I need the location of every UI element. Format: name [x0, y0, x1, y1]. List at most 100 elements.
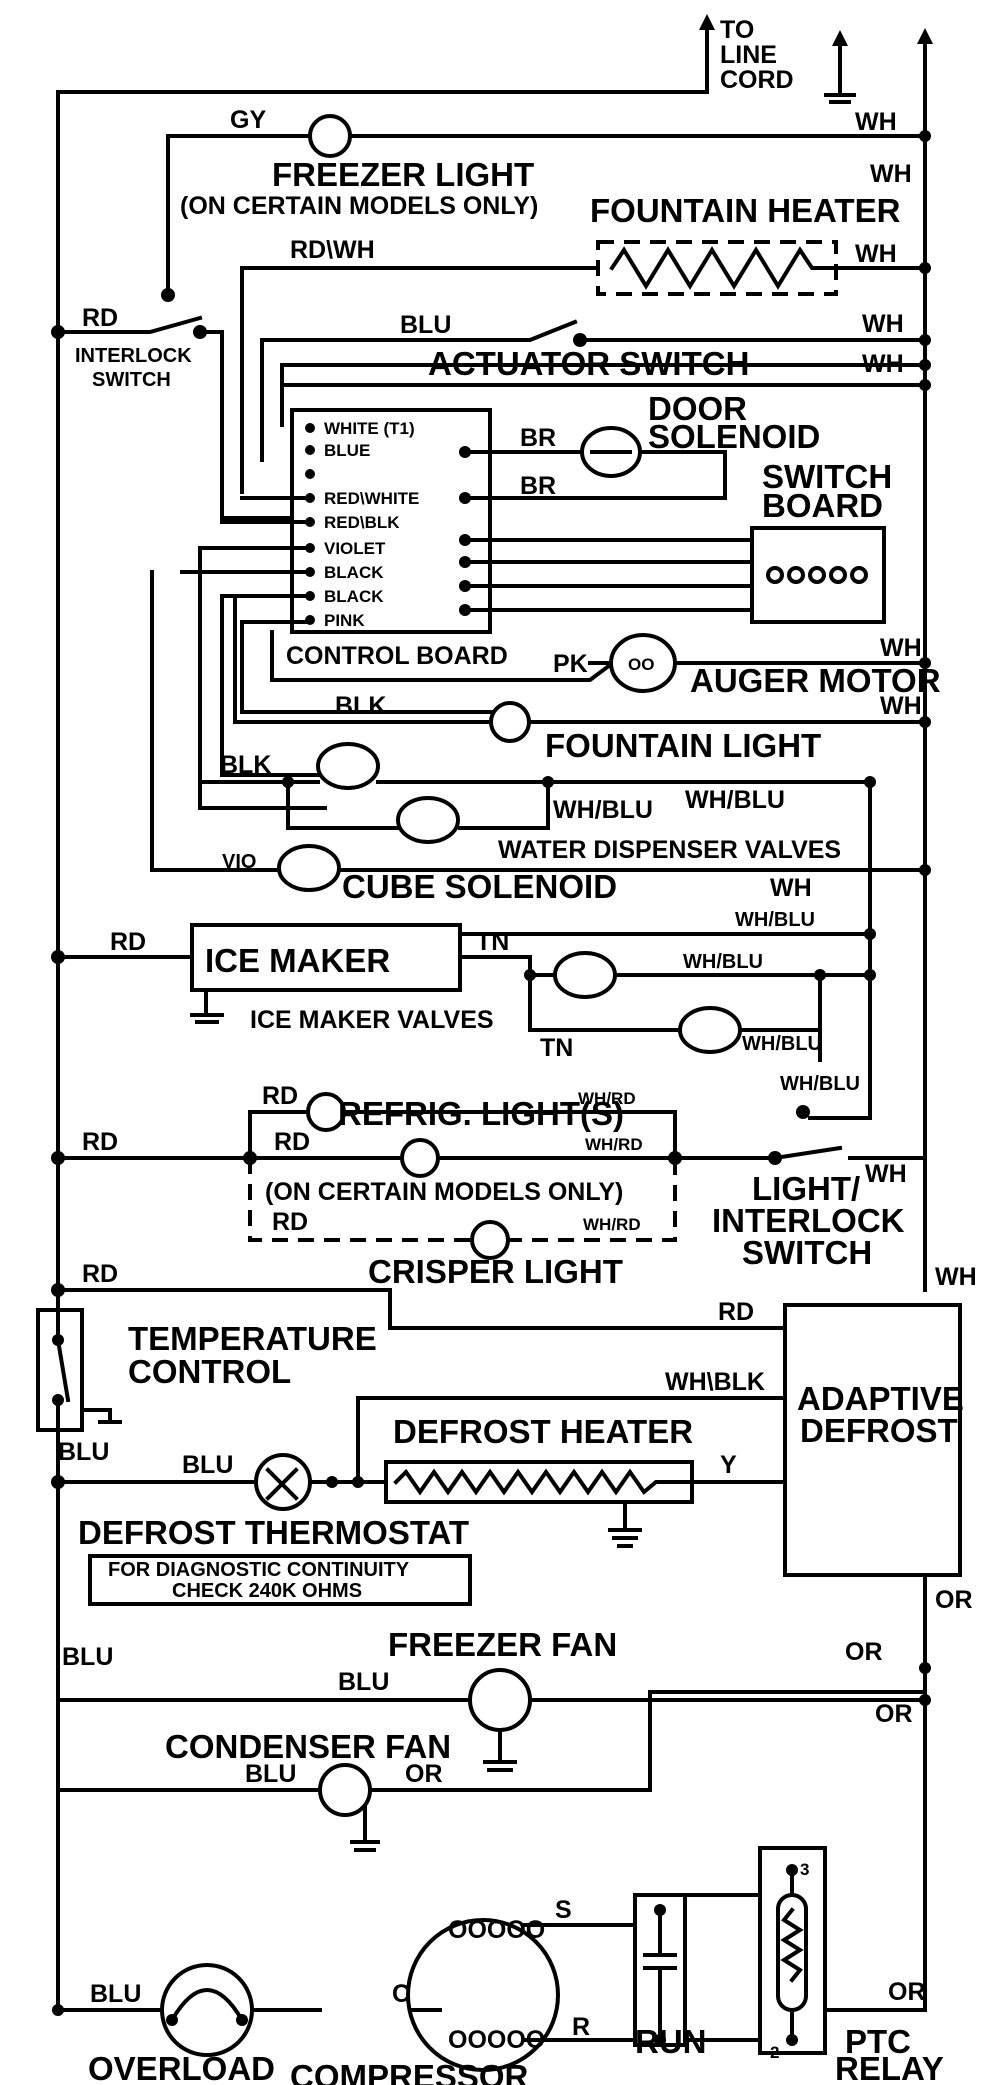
wire-labels-blu-text: BLU: [62, 1643, 113, 1671]
crisper-light-label: CRISPER LIGHT: [368, 1253, 623, 1290]
wire-labels-wh-text: WH: [880, 692, 922, 720]
wire-labels-wh-text: WH: [855, 108, 897, 136]
wire-labels-wh-text: WH: [862, 310, 904, 338]
components-diag-note-1-text: CHECK 240K OHMS: [172, 1580, 362, 1602]
wire-labels-gy-text: GY: [230, 106, 266, 134]
auger-motor-circuit: OO PK WH AUGER MOTOR: [553, 633, 941, 699]
components-light-interlock-switch-0-text: LIGHT/: [752, 1170, 860, 1207]
wire-labels-blu-text: BLU: [400, 311, 451, 339]
control-board-label: CONTROL BOARD: [286, 642, 508, 670]
control-board-pins-1-text: BLUE: [324, 441, 370, 460]
crisper-light-bulb-icon: [470, 1220, 510, 1260]
adaptive-defrost: ADAPTIVE DEFROST WH\BLK Y: [356, 1303, 964, 1577]
components-diag-note-0-text: FOR DIAGNOSTIC CONTINUITY: [108, 1559, 410, 1581]
wire-labels-s-text: S: [555, 1896, 572, 1924]
wire-labels-whrd-text: WH/RD: [583, 1215, 641, 1234]
freezer-light-circuit: GY WH WH FREEZER LIGHT (ON CERTAIN MODEL…: [166, 106, 931, 292]
top-to-line-cord-0-text: TO: [720, 16, 754, 44]
wire-labels-tn-text: TN: [476, 928, 509, 956]
control-board-pins-5-text: VIOLET: [324, 539, 386, 558]
wire-labels-pk-text: PK: [553, 650, 588, 678]
defrost-circuit: BLU DEFROST HEATER DEFROST THERMOSTAT FO…: [51, 1413, 694, 1606]
control-board-pins-3-text: RED\WHITE: [324, 489, 419, 508]
cube-solenoid-circuit: VIO WH CUBE SOLENOID: [150, 844, 931, 905]
wire-labels-c-text: C: [392, 1980, 410, 2008]
wire-labels-whblk-text: WH\BLK: [665, 1368, 765, 1396]
components-on-certain-models-paren2-text: (ON CERTAIN MODELS ONLY): [265, 1178, 623, 1206]
components-ptc-relay-1-text: RELAY: [835, 2050, 944, 2085]
wire-labels-pin3-text: 3: [800, 1860, 809, 1879]
wire-labels-rd-text: RD: [82, 1128, 118, 1156]
svg-text:OO: OO: [628, 655, 654, 674]
wire-labels-rd-text: RD: [272, 1208, 308, 1236]
top-to-line-cord-1-text: LINE: [720, 41, 777, 69]
fountain-light-bulb-icon: [489, 701, 531, 743]
components-light-interlock-switch-1-text: INTERLOCK: [712, 1202, 905, 1239]
switch-board: SWITCH BOARD: [459, 458, 892, 624]
condenser-fan-label: CONDENSER FAN: [165, 1728, 451, 1765]
control-board-pins-4-text: RED\BLK: [324, 513, 400, 532]
components-on-certain-models-paren-text: (ON CERTAIN MODELS ONLY): [180, 192, 538, 220]
interlock-switch: RD INTERLOCK SWITCH: [51, 288, 302, 520]
wire-labels-blu-text: BLU: [90, 1980, 141, 2008]
ice-maker-valve-1-icon: [553, 951, 617, 999]
wire-labels-rdwh-text: RD\WH: [290, 236, 375, 264]
ice-maker-circuit: RD ICE MAKER ICE MAKER VALVES WH/BLU TN …: [51, 909, 876, 1095]
components-ptc-relay-0-text: PTC: [845, 2023, 911, 2060]
refrig-light-2-icon: [400, 1138, 440, 1178]
components-door-solenoid-1-text: SOLENOID: [648, 418, 820, 455]
wire-labels-y-text: Y: [720, 1451, 737, 1479]
top-to-line-cord-2-text: CORD: [720, 66, 794, 94]
cube-solenoid-icon: [277, 844, 341, 892]
wire-labels-blu-text: BLU: [58, 1438, 109, 1466]
wire-labels-wh-text: WH: [870, 160, 912, 188]
components-door-solenoid-0-text: DOOR: [648, 390, 747, 427]
auger-motor-icon: [609, 633, 677, 693]
components-light-interlock-switch-2-text: SWITCH: [742, 1234, 872, 1271]
wire-labels-wh-text: WH: [862, 350, 904, 378]
wire-labels-or-text: OR: [935, 1586, 973, 1614]
freezer-light-label: FREEZER LIGHT: [272, 156, 534, 193]
wire-labels-rd-text: RD: [262, 1082, 298, 1110]
wire-labels-r-text: R: [572, 2013, 590, 2041]
compressor-circuit: BLU OVERLOAD C OOOOO OOOOO S R COMPRESSO…: [52, 1846, 944, 2085]
components-switch-board-1-text: BOARD: [762, 487, 883, 524]
ice-maker-label: ICE MAKER: [205, 942, 390, 979]
auger-motor-label: AUGER MOTOR: [690, 662, 941, 699]
wire-labels-whblu-text: WH/BLU: [735, 909, 815, 931]
wire-labels-wh-text: WH: [770, 874, 812, 902]
wire-labels-or-text: OR: [888, 1978, 926, 2006]
wire-labels-wh-text: WH: [855, 240, 897, 268]
wire-labels-rd-text: RD: [110, 928, 146, 956]
water-valve-2-icon: [396, 796, 460, 844]
overload-icon: [160, 1963, 254, 2057]
components-adaptive-defrost-1-text: DEFROST: [800, 1412, 958, 1449]
fountain-heater-label: FOUNTAIN HEATER: [590, 192, 901, 229]
wire-labels-whrd-text: WH/RD: [578, 1089, 636, 1108]
cube-solenoid-label: CUBE SOLENOID: [342, 868, 617, 905]
wire-labels-blk-text: BLK: [335, 692, 386, 720]
freezer-fan-icon: [468, 1668, 532, 1732]
water-valve-1-icon: [316, 742, 380, 790]
freezer-light-bulb-icon: [308, 114, 352, 158]
temperature-control: RD RD TEMPERATURE CONTROL BLU: [36, 1260, 787, 1466]
compressor-label: COMPRESSOR: [290, 2058, 529, 2085]
wire-labels-rd-text: RD: [718, 1298, 754, 1326]
components-interlock-switch-1-text: SWITCH: [92, 369, 171, 391]
wire-labels-blu-text: BLU: [182, 1451, 233, 1479]
components-temperature-control-0-text: TEMPERATURE: [128, 1320, 377, 1357]
control-board-pins-7-text: BLACK: [324, 587, 384, 606]
refrig-lights-label: REFRIG. LIGHT(S): [338, 1095, 624, 1132]
components-run-capacitor-0-text: RUN: [635, 2023, 707, 2060]
wire-labels-whblu-text: WH/BLU: [553, 796, 653, 824]
fountain-light-label: FOUNTAIN LIGHT: [545, 727, 821, 764]
wire-labels-wh-text: WH: [865, 1160, 907, 1188]
wire-labels-rd-text: RD: [274, 1128, 310, 1156]
wire-labels-tn-text: TN: [540, 1034, 573, 1062]
wire-labels-vio-text: VIO: [222, 851, 256, 873]
fountain-light-circuit: BLK WH FOUNTAIN LIGHT: [233, 594, 931, 764]
actuator-switch-circuit: BLU WH WH ACTUATOR SWITCH: [260, 310, 931, 462]
fountain-heater-icon: [596, 240, 838, 296]
wire-labels-wh-text: WH: [880, 634, 922, 662]
